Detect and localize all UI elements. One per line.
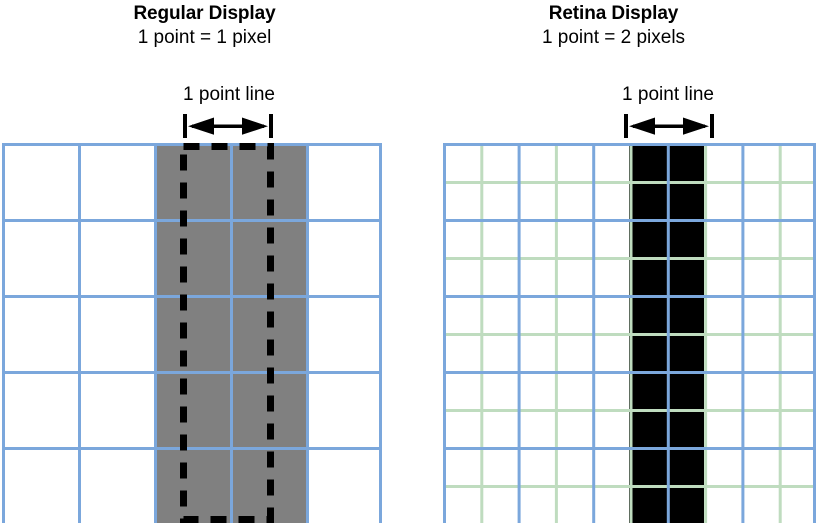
point-grid-lines-horizontal	[443, 143, 816, 450]
panel-title-retina: Retina Display	[548, 3, 679, 24]
grid-retina-display	[443, 143, 816, 523]
grid-regular-svg	[2, 143, 382, 523]
grid-retina-svg	[443, 143, 816, 523]
panel-retina-display: Retina Display 1 point = 2 pixels	[409, 0, 818, 523]
grid-regular-display	[2, 143, 382, 523]
point-grid-lines-vertical	[443, 143, 816, 523]
measure-label-retina: 1 point line	[622, 84, 714, 105]
panel-regular-display: Regular Display 1 point = 1 pixel 1 poin…	[2, 3, 382, 523]
pixel-grid-lines-horizontal	[443, 181, 816, 488]
panel-subtitle-retina: 1 point = 2 pixels	[541, 27, 686, 48]
panel-subtitle-regular: 1 point = 1 pixel	[137, 27, 272, 48]
panel-title-regular: Regular Display	[133, 3, 276, 24]
measure-arrow-regular	[183, 114, 273, 138]
measure-arrow-retina	[624, 114, 714, 138]
measure-label-regular: 1 point line	[183, 84, 275, 105]
